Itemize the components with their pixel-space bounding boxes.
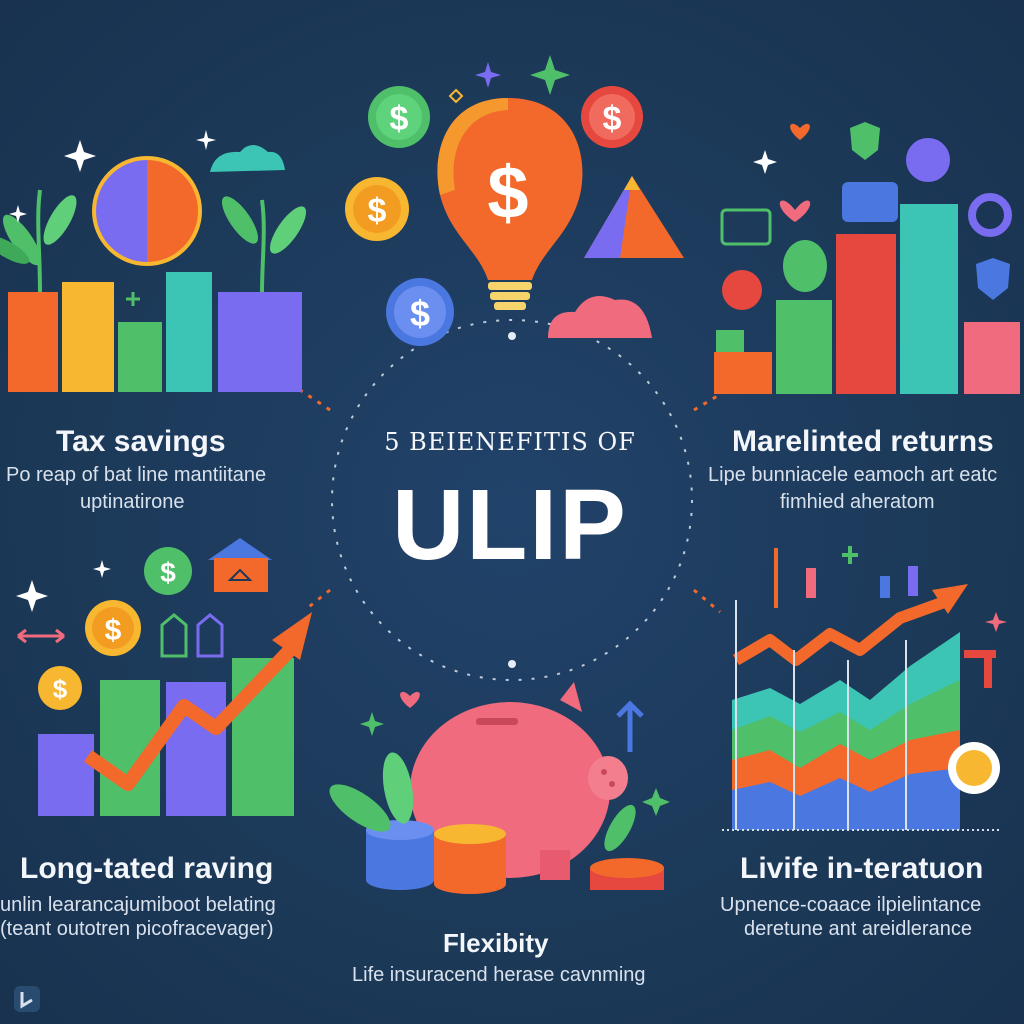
svg-text:$: $: [603, 100, 622, 138]
market-desc-line2: fimhied aheratom: [780, 491, 935, 513]
long-desc-line2: (teant outotren picofracevager): [0, 918, 274, 940]
tax-title: Tax savings: [56, 425, 226, 458]
bing-logo-icon: [14, 986, 40, 1012]
center-title: ULIP: [392, 469, 628, 581]
market-chart-illustration: [722, 546, 1007, 831]
tax-desc-line2: uptinatirone: [80, 491, 185, 513]
flex-desc-line1: Life insuracend herase cavnming: [352, 964, 646, 986]
lightbulb-illustration: $ $ $ $ $: [345, 55, 684, 346]
life-desc-line1: Upnence-coaace ilpielintance: [720, 894, 982, 916]
long-title: Long-tated raving: [20, 852, 274, 885]
life-desc-line2: deretune ant areidlerance: [744, 918, 972, 940]
tax-desc-line1: Po reap of bat line mantiitane: [6, 464, 267, 486]
svg-text:$: $: [368, 192, 387, 230]
center-dashed-ring: [299, 319, 725, 681]
piggy-bank-illustration: [329, 682, 670, 894]
market-returns-illustration: [714, 122, 1020, 394]
life-title: Livife in-teratuon: [740, 852, 984, 885]
flex-title: Flexibity: [443, 928, 549, 958]
svg-text:$: $: [487, 151, 528, 234]
svg-text:$: $: [53, 674, 68, 704]
market-title: Marelinted returns: [732, 425, 994, 458]
long-term-saving-illustration: $ $ $: [16, 538, 312, 816]
tax-savings-illustration: [0, 130, 307, 392]
long-desc-line1: unlin learancajumiboot belating: [0, 894, 276, 916]
svg-text:$: $: [105, 614, 122, 647]
center-subtitle: 5 BEIENEFITIS OF: [384, 428, 636, 456]
svg-text:$: $: [410, 293, 430, 334]
market-desc-line1: Lipe bunniacele eamoch art eatc: [708, 464, 998, 486]
svg-text:$: $: [160, 557, 176, 588]
svg-text:$: $: [390, 100, 409, 138]
